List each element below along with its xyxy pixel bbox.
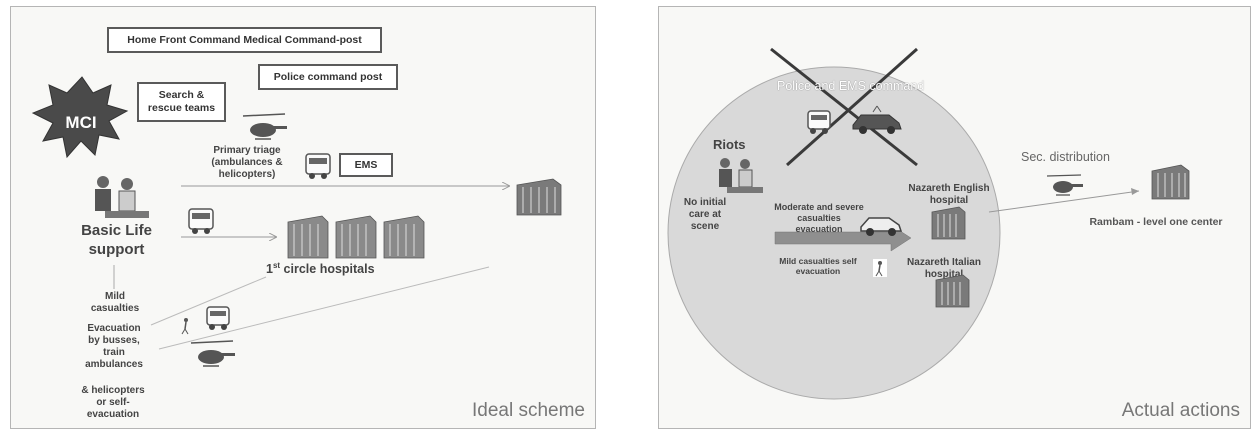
secondary-arrowhead bbox=[1131, 188, 1139, 195]
nazareth-italian-hospital-icon bbox=[935, 274, 970, 308]
first-circle-suffix: circle hospitals bbox=[280, 262, 375, 277]
police-ems-command-label: Police and EMS command bbox=[777, 79, 925, 93]
ems-box: EMS bbox=[339, 153, 393, 177]
ambulance-icon bbox=[305, 153, 331, 179]
helicopter-icon-2 bbox=[190, 340, 235, 367]
nazareth-italian-label: Nazareth Italian hospital bbox=[907, 257, 981, 280]
rescuers-icon bbox=[95, 176, 149, 218]
arrow-mild-to-first-circle bbox=[150, 276, 267, 326]
nazareth-english-label: Nazareth English hospital bbox=[908, 183, 990, 206]
arrow-mild-to-distant bbox=[158, 266, 490, 350]
walking-person-icon-2 bbox=[873, 259, 887, 277]
search-rescue-box: Search & rescue teams bbox=[137, 82, 226, 122]
riots-label: Riots bbox=[713, 137, 746, 152]
ideal-scheme-panel: Home Front Command Medical Command-post … bbox=[10, 6, 596, 429]
actual-actions-caption: Actual actions bbox=[1121, 400, 1240, 421]
cross-out-line-2 bbox=[786, 47, 918, 167]
moderate-severe-label: Moderate and severe casualties evacuatio… bbox=[774, 202, 864, 234]
ideal-scheme-caption: Ideal scheme bbox=[471, 400, 585, 421]
basic-life-line-1: Basic Life bbox=[81, 222, 152, 239]
evacuation-label: Evacuation by busses, train ambulances bbox=[85, 323, 143, 370]
sec-distribution-label: Sec. distribution bbox=[1021, 150, 1110, 164]
car-icon bbox=[860, 217, 903, 236]
first-circle-prefix: 1 bbox=[266, 262, 273, 277]
first-circle-sup: st bbox=[272, 261, 281, 270]
actual-actions-graphics bbox=[667, 47, 1140, 400]
ambulance-icon-3 bbox=[206, 306, 230, 330]
mild-casualties-label: Mild casualties bbox=[90, 291, 140, 314]
basic-life-line-2: support bbox=[88, 241, 145, 258]
walking-person-icon bbox=[181, 318, 189, 335]
mild-self-evacuation-label: Mild casualties self evacuation bbox=[779, 256, 857, 276]
helicopter-icon bbox=[242, 113, 287, 140]
basic-life-support-label: Basic Life support bbox=[69, 221, 164, 259]
mci-starburst bbox=[31, 76, 129, 159]
no-initial-care-label: No initial care at scene bbox=[683, 197, 727, 232]
rambam-label: Rambam - level one center bbox=[1089, 216, 1223, 228]
first-circle-hospitals-icon bbox=[287, 215, 425, 259]
first-circle-hospitals-label: 1st circle hospitals bbox=[266, 261, 416, 276]
police-car-icon bbox=[852, 105, 902, 134]
actual-actions-panel: Police and EMS command Riots No initial … bbox=[658, 6, 1251, 429]
command-post-box: Home Front Command Medical Command-post bbox=[107, 27, 382, 53]
ambulance-icon-4 bbox=[807, 110, 831, 134]
helicopters-evacuation-label: & helicopters or self-evacuation bbox=[81, 385, 145, 420]
cross-out-line-1 bbox=[770, 47, 918, 167]
mci-label: MCI bbox=[65, 113, 97, 132]
ambulance-icon-2 bbox=[188, 208, 214, 234]
nazareth-english-hospital-icon bbox=[931, 206, 966, 240]
police-command-post-box: Police command post bbox=[258, 64, 398, 90]
secondary-distribution-arrow bbox=[988, 190, 1140, 213]
primary-triage-label: Primary triage (ambulances & helicopters… bbox=[211, 145, 283, 180]
rambam-hospital-icon bbox=[1151, 164, 1190, 200]
distant-hospital-icon bbox=[516, 178, 562, 216]
rescuers-icon-2 bbox=[719, 158, 763, 193]
ideal-scheme-graphics bbox=[31, 76, 595, 350]
helicopter-icon-3 bbox=[1046, 174, 1083, 196]
